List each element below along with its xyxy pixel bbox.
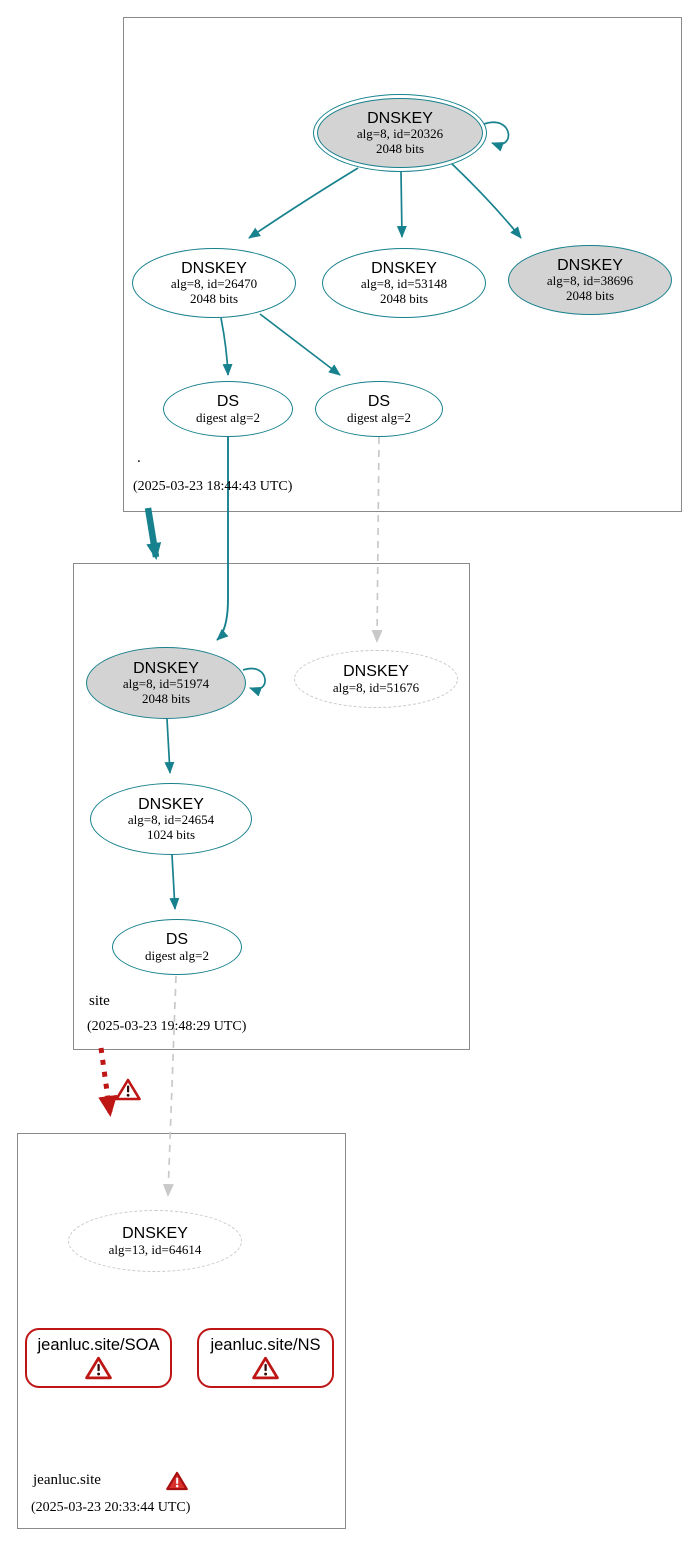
zone-name-jeanluc-site: jeanluc.site bbox=[33, 1472, 101, 1488]
dnskey-node-root-zsk-26470[interactable]: DNSKEY alg=8, id=26470 2048 bits bbox=[132, 248, 296, 318]
rrset-label: jeanluc.site/SOA bbox=[37, 1336, 160, 1354]
ds-node-root-1[interactable]: DS digest alg=2 bbox=[163, 381, 293, 437]
dnskey-detail-label: alg=8, id=38696 bbox=[546, 273, 634, 289]
dnskey-type-label: DNSKEY bbox=[371, 259, 437, 277]
zone-timestamp-root: (2025-03-23 18:44:43 UTC) bbox=[133, 479, 293, 494]
ds-node-site[interactable]: DS digest alg=2 bbox=[112, 919, 242, 975]
dnskey-type-label: DNSKEY bbox=[343, 662, 409, 680]
zone-box-jeanluc-site bbox=[17, 1133, 346, 1529]
warning-icon bbox=[85, 1356, 112, 1380]
zone-name-site: site bbox=[89, 993, 110, 1009]
dnskey-detail-label: alg=8, id=51676 bbox=[332, 679, 420, 695]
dnskey-type-label: DNSKEY bbox=[557, 256, 623, 274]
dnskey-bits-label: 2048 bits bbox=[379, 290, 429, 306]
ds-detail-label: digest alg=2 bbox=[346, 409, 412, 425]
rrset-node-jeanluc-soa[interactable]: jeanluc.site/SOA bbox=[25, 1328, 172, 1388]
warning-icon bbox=[252, 1356, 279, 1380]
rrset-label: jeanluc.site/NS bbox=[210, 1336, 321, 1354]
dnskey-bits-label: 2048 bits bbox=[375, 140, 425, 156]
dnskey-node-root-zsk-53148[interactable]: DNSKEY alg=8, id=53148 2048 bits bbox=[322, 248, 486, 318]
zone-timestamp-site: (2025-03-23 19:48:29 UTC) bbox=[87, 1019, 247, 1034]
dnskey-type-label: DNSKEY bbox=[181, 259, 247, 277]
dnskey-detail-label: alg=13, id=64614 bbox=[108, 1241, 202, 1257]
ds-type-label: DS bbox=[216, 392, 240, 410]
warning-icon bbox=[115, 1078, 141, 1101]
dnskey-bits-label: 1024 bits bbox=[146, 826, 196, 842]
dnskey-bits-label: 2048 bits bbox=[189, 290, 239, 306]
rrset-node-jeanluc-ns[interactable]: jeanluc.site/NS bbox=[197, 1328, 334, 1388]
ds-detail-label: digest alg=2 bbox=[144, 947, 210, 963]
ds-detail-label: digest alg=2 bbox=[195, 409, 261, 425]
edge-zone-root-to-site-secure bbox=[144, 507, 162, 560]
dnskey-node-root-ksk-38696[interactable]: DNSKEY alg=8, id=38696 2048 bits bbox=[508, 245, 672, 315]
zone-name-root: . bbox=[137, 450, 141, 466]
ds-type-label: DS bbox=[165, 930, 189, 948]
dnskey-type-label: DNSKEY bbox=[138, 795, 204, 813]
dnskey-node-root-ksk-20326[interactable]: DNSKEY alg=8, id=20326 2048 bits bbox=[313, 94, 487, 172]
dnskey-type-label: DNSKEY bbox=[133, 659, 199, 677]
ds-node-root-2[interactable]: DS digest alg=2 bbox=[315, 381, 443, 437]
dnskey-node-site-zsk-24654[interactable]: DNSKEY alg=8, id=24654 1024 bits bbox=[90, 783, 252, 855]
dnskey-node-site-missing-51676[interactable]: DNSKEY alg=8, id=51676 bbox=[294, 650, 458, 708]
dnskey-detail-label: alg=8, id=51974 bbox=[122, 676, 210, 692]
dnskey-bits-label: 2048 bits bbox=[565, 287, 615, 303]
zone-box-site bbox=[73, 563, 470, 1050]
ds-type-label: DS bbox=[367, 392, 391, 410]
dnskey-type-label: DNSKEY bbox=[122, 1224, 188, 1242]
dnskey-bits-label: 2048 bits bbox=[141, 690, 191, 706]
dnskey-node-site-ksk-51974[interactable]: DNSKEY alg=8, id=51974 2048 bits bbox=[86, 647, 246, 719]
dnskey-node-jeanluc-missing-64614[interactable]: DNSKEY alg=13, id=64614 bbox=[68, 1210, 242, 1272]
dnskey-type-label: DNSKEY bbox=[367, 109, 433, 127]
warning-icon bbox=[166, 1471, 188, 1491]
zone-timestamp-jeanluc-site: (2025-03-23 20:33:44 UTC) bbox=[31, 1500, 191, 1515]
dnskey-detail-label: alg=8, id=20326 bbox=[356, 126, 444, 142]
zone-box-root bbox=[123, 17, 682, 512]
dnskey-detail-label: alg=8, id=53148 bbox=[360, 276, 448, 292]
dnskey-detail-label: alg=8, id=26470 bbox=[170, 276, 258, 292]
edge-zone-site-to-jeanluc-bogus bbox=[98, 1047, 118, 1117]
dnskey-node-root-ksk-20326-inner: DNSKEY alg=8, id=20326 2048 bits bbox=[317, 98, 483, 168]
dnskey-detail-label: alg=8, id=24654 bbox=[127, 812, 215, 828]
